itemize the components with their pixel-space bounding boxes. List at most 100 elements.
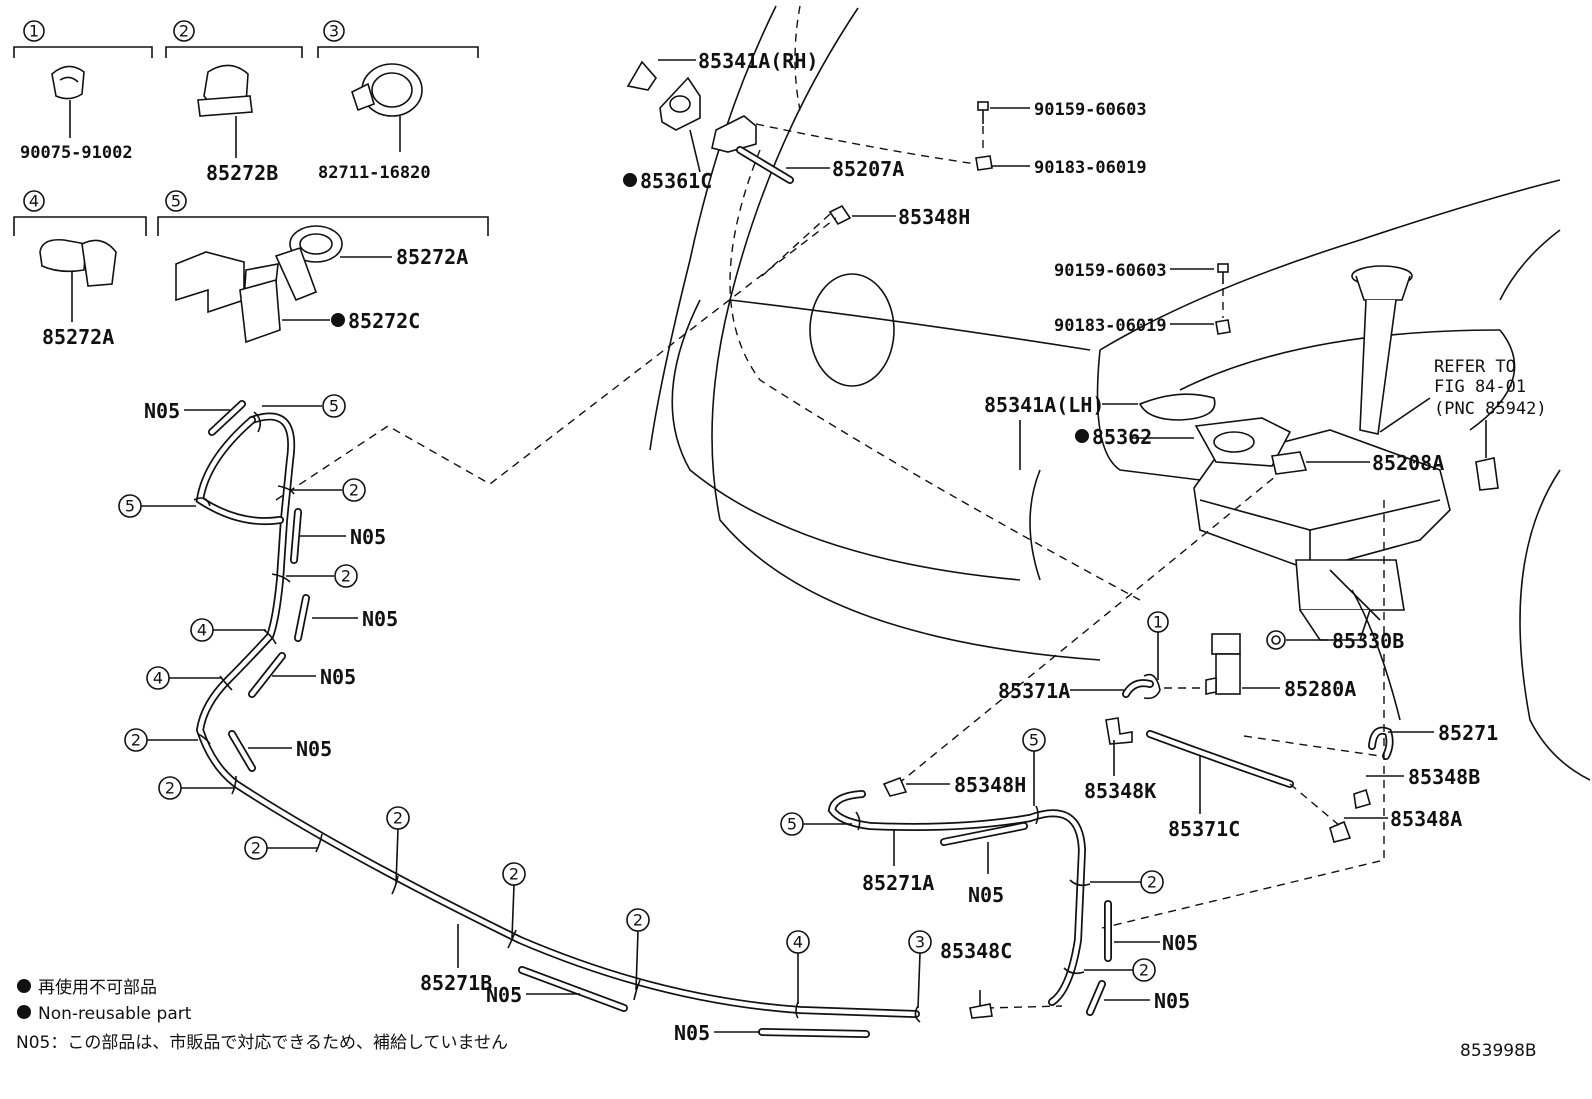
legend-box-2: 2 85272B bbox=[165, 20, 303, 185]
non-reusable-marker bbox=[1075, 429, 1089, 443]
refer-line-2: FIG 84-01 bbox=[1434, 377, 1526, 397]
clip-callout: 1 bbox=[1153, 613, 1163, 632]
svg-text:2: 2 bbox=[1139, 961, 1149, 980]
svg-text:5: 5 bbox=[787, 815, 797, 834]
label-N05-5: N05 bbox=[296, 737, 332, 761]
washer-pump bbox=[1205, 630, 1286, 695]
svg-text:2: 2 bbox=[165, 779, 175, 798]
connector-85208A bbox=[1271, 451, 1308, 475]
part-90075-91002: 90075-91002 bbox=[20, 143, 133, 163]
label-85271B: 85271B bbox=[420, 971, 492, 995]
svg-text:4: 4 bbox=[153, 669, 163, 688]
refer-line-1: REFER TO bbox=[1434, 357, 1516, 377]
legend-num-5: 5 bbox=[171, 192, 181, 211]
pump-hoses: 1 bbox=[1105, 611, 1394, 843]
label-85361C: 85361C bbox=[640, 169, 712, 193]
svg-text:2: 2 bbox=[509, 865, 519, 884]
label-N05-3: N05 bbox=[362, 607, 398, 631]
svg-text:5: 5 bbox=[1029, 731, 1039, 750]
label-N05-7: N05 bbox=[674, 1021, 710, 1045]
bullet-icon bbox=[17, 1005, 31, 1019]
clip-85942 bbox=[1475, 457, 1499, 491]
label-85207A: 85207A bbox=[832, 157, 904, 181]
label-85348C: 85348C bbox=[940, 939, 1012, 963]
label-85348K: 85348K bbox=[1084, 779, 1156, 803]
refer-note: REFER TO FIG 84-01 (PNC 85942) bbox=[1379, 357, 1547, 458]
washer-nozzle-rh bbox=[626, 60, 852, 226]
svg-text:5: 5 bbox=[329, 397, 339, 416]
vehicle-outline bbox=[649, 5, 1591, 781]
svg-text:3: 3 bbox=[915, 933, 925, 952]
label-85271A: 85271A bbox=[862, 871, 934, 895]
legend-num-1: 1 bbox=[29, 22, 39, 41]
bracket-icon bbox=[175, 251, 279, 314]
bolt-mid bbox=[1215, 263, 1231, 335]
label-N05-8: N05 bbox=[968, 883, 1004, 907]
svg-text:4: 4 bbox=[197, 621, 207, 640]
label-85362: 85362 bbox=[1092, 425, 1152, 449]
legend-box-3: 3 82711-16820 bbox=[317, 20, 479, 183]
part-85272A-box5: 85272A bbox=[396, 245, 468, 269]
label-85208A: 85208A bbox=[1372, 451, 1444, 475]
legend-box-4: 4 85272A bbox=[13, 190, 147, 349]
svg-text:4: 4 bbox=[793, 933, 803, 952]
label-90159-60603-top: 90159-60603 bbox=[1034, 100, 1147, 120]
svg-text:5: 5 bbox=[125, 497, 135, 516]
svg-text:2: 2 bbox=[131, 731, 141, 750]
headlamp-outline bbox=[809, 273, 895, 387]
left-callouts: 5 5 2 2 4 4 2 2 2 2 2 2 4 3 bbox=[118, 394, 932, 1009]
svg-text:2: 2 bbox=[633, 911, 643, 930]
n05-pipes-left bbox=[208, 400, 870, 1038]
note-n05: N05：この部品は、市販品で対応できるため、補給していません bbox=[16, 1033, 508, 1053]
figure-id: 853998B bbox=[1460, 1041, 1537, 1061]
part-82711-16820: 82711-16820 bbox=[318, 163, 431, 183]
label-N05-6: N05 bbox=[486, 983, 522, 1007]
legend-num-4: 4 bbox=[29, 192, 39, 211]
label-90183-06019-top: 90183-06019 bbox=[1034, 158, 1147, 178]
legend-box-1: 1 90075-91002 bbox=[13, 20, 153, 163]
hose-85271B bbox=[195, 412, 920, 1018]
legend-num-3: 3 bbox=[329, 22, 339, 41]
svg-text:2: 2 bbox=[1147, 873, 1157, 892]
center-callouts: 5 5 2 2 bbox=[780, 728, 1164, 982]
left-clips bbox=[193, 411, 921, 1023]
svg-text:2: 2 bbox=[341, 567, 351, 586]
note-en-nonreusable: Non-reusable part bbox=[38, 1004, 192, 1024]
part-85272B: 85272B bbox=[206, 161, 278, 185]
label-85371A: 85371A bbox=[998, 679, 1070, 703]
svg-text:2: 2 bbox=[251, 839, 261, 858]
label-N05-4: N05 bbox=[320, 665, 356, 689]
label-N05-10: N05 bbox=[1154, 989, 1190, 1013]
label-85348A: 85348A bbox=[1390, 807, 1462, 831]
label-85348H-low: 85348H bbox=[954, 773, 1026, 797]
hose-clip-icon bbox=[39, 238, 87, 273]
label-90183-06019-mid: 90183-06019 bbox=[1054, 316, 1167, 336]
nozzle-lh bbox=[1138, 393, 1292, 467]
label-85280A: 85280A bbox=[1284, 677, 1356, 701]
refer-line-3: (PNC 85942) bbox=[1434, 399, 1547, 419]
footer-notes: 再使用不可部品 Non-reusable part N05：この部品は、市販品で… bbox=[16, 977, 1537, 1061]
label-N05-2: N05 bbox=[350, 525, 386, 549]
label-85341A-LH: 85341A(LH) bbox=[984, 393, 1104, 417]
bullet-icon bbox=[17, 979, 31, 993]
bolt-top bbox=[975, 101, 993, 171]
label-85271: 85271 bbox=[1438, 721, 1498, 745]
svg-text:2: 2 bbox=[349, 481, 359, 500]
label-85348B: 85348B bbox=[1408, 765, 1480, 789]
non-reusable-marker bbox=[331, 313, 345, 327]
band-clamp-icon bbox=[361, 63, 423, 117]
label-N05-9: N05 bbox=[1162, 931, 1198, 955]
label-85348H-top: 85348H bbox=[898, 205, 970, 229]
hose-85271A bbox=[827, 776, 1112, 1019]
non-reusable-marker bbox=[623, 173, 637, 187]
note-jp-nonreusable: 再使用不可部品 bbox=[38, 977, 157, 998]
label-85371C: 85371C bbox=[1168, 817, 1240, 841]
label-85330B: 85330B bbox=[1332, 629, 1404, 653]
label-90159-60603-mid: 90159-60603 bbox=[1054, 261, 1167, 281]
legend-num-2: 2 bbox=[179, 22, 189, 41]
label-N05-1: N05 bbox=[144, 399, 180, 423]
part-85272A-box4: 85272A bbox=[42, 325, 114, 349]
label-85341A-RH: 85341A(RH) bbox=[698, 49, 818, 73]
legend-box-5: 5 85272A 85272C bbox=[157, 190, 489, 344]
